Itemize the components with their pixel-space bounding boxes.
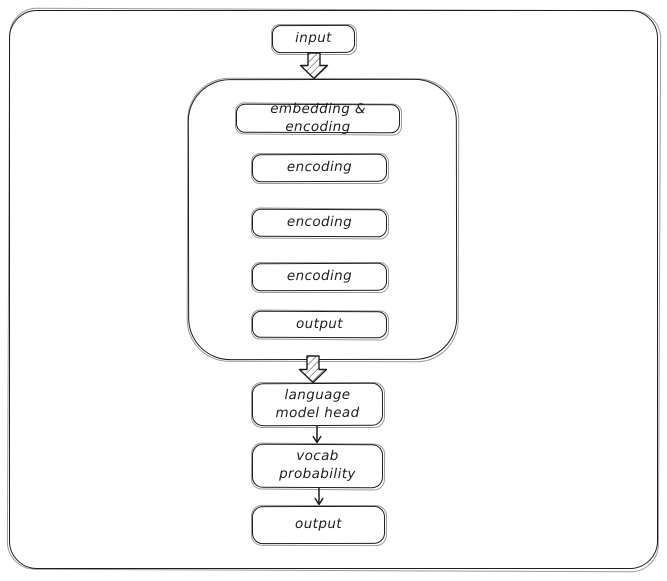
node-label: input	[295, 29, 332, 47]
node-encoding-1: encoding	[251, 153, 388, 183]
node-encoding-3: encoding	[251, 262, 388, 292]
node-label: language model head	[275, 386, 360, 421]
node-label: output	[296, 315, 343, 332]
node-label: output	[295, 516, 342, 533]
node-label: encoding	[286, 158, 353, 176]
thin-arrow-down-icon	[312, 425, 322, 444]
node-label: vocab probability	[279, 448, 356, 483]
node-label: encoding	[286, 213, 353, 231]
node-final-output: output	[251, 505, 386, 545]
node-language-model-head: language model head	[251, 382, 384, 427]
outer-frame	[9, 10, 658, 569]
node-label: encoding	[286, 267, 353, 285]
node-vocab-probability: vocab probability	[251, 443, 384, 489]
node-encoding-2: encoding	[251, 208, 388, 238]
block-arrow-down-icon	[298, 355, 328, 384]
node-input: input	[271, 24, 356, 54]
block-arrow-down-icon	[299, 52, 329, 80]
node-embedding-encoding: embedding & encoding	[235, 101, 401, 135]
node-label: embedding & encoding	[270, 100, 366, 135]
thin-arrow-down-icon	[314, 487, 324, 506]
node-encoder-output: output	[251, 310, 388, 339]
